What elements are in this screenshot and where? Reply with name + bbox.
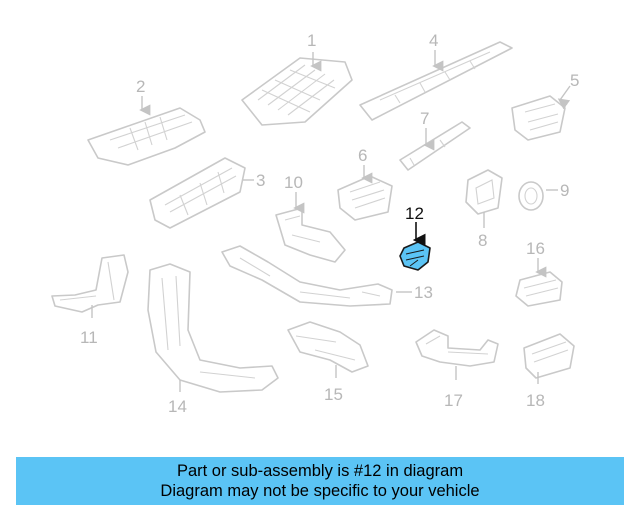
part-18-vent[interactable] <box>523 333 575 379</box>
label-11: 11 <box>80 328 98 347</box>
label-18: 18 <box>526 391 545 410</box>
part-17-duct[interactable] <box>415 329 499 367</box>
label-7: 7 <box>420 109 429 128</box>
part-12-highlighted-clip[interactable] <box>399 241 431 271</box>
part-13-duct[interactable] <box>221 245 393 307</box>
label-9: 9 <box>560 181 569 200</box>
part-4-defroster-nozzle[interactable] <box>359 41 513 121</box>
parts-diagram: 1 2 3 4 5 6 7 8 <box>51 31 579 416</box>
banner-line-2: Diagram may not be specific to your vehi… <box>160 482 480 500</box>
part-16-vent[interactable] <box>515 271 563 307</box>
part-2-dash-duct[interactable] <box>87 107 206 166</box>
label-4: 4 <box>429 31 438 50</box>
label-14: 14 <box>168 397 187 416</box>
label-15: 15 <box>324 385 343 404</box>
label-5: 5 <box>570 71 579 90</box>
label-6: 6 <box>358 146 367 165</box>
label-13: 13 <box>414 283 433 302</box>
part-9-ring[interactable] <box>518 181 544 211</box>
part-6-vent[interactable] <box>337 175 393 221</box>
label-3: 3 <box>256 171 265 190</box>
label-17: 17 <box>444 391 463 410</box>
label-12: 12 <box>405 204 424 223</box>
part-3-side-vent[interactable] <box>149 157 246 229</box>
info-banner: Part or sub-assembly is #12 in diagram D… <box>16 457 624 505</box>
label-10: 10 <box>284 173 303 192</box>
part-14-floor-duct[interactable] <box>147 263 279 393</box>
banner-line-1: Part or sub-assembly is #12 in diagram <box>176 462 464 480</box>
part-7-tube[interactable] <box>399 121 471 171</box>
part-10-duct[interactable] <box>275 207 346 263</box>
part-8-clip[interactable] <box>465 169 503 215</box>
part-11-duct[interactable] <box>51 254 129 313</box>
label-8: 8 <box>478 231 487 250</box>
label-2: 2 <box>136 77 145 96</box>
part-1-center-vent[interactable] <box>241 57 353 126</box>
label-1: 1 <box>307 31 316 50</box>
label-16: 16 <box>526 239 545 258</box>
part-5-vent[interactable] <box>511 95 566 141</box>
part-15-duct[interactable] <box>287 321 369 373</box>
